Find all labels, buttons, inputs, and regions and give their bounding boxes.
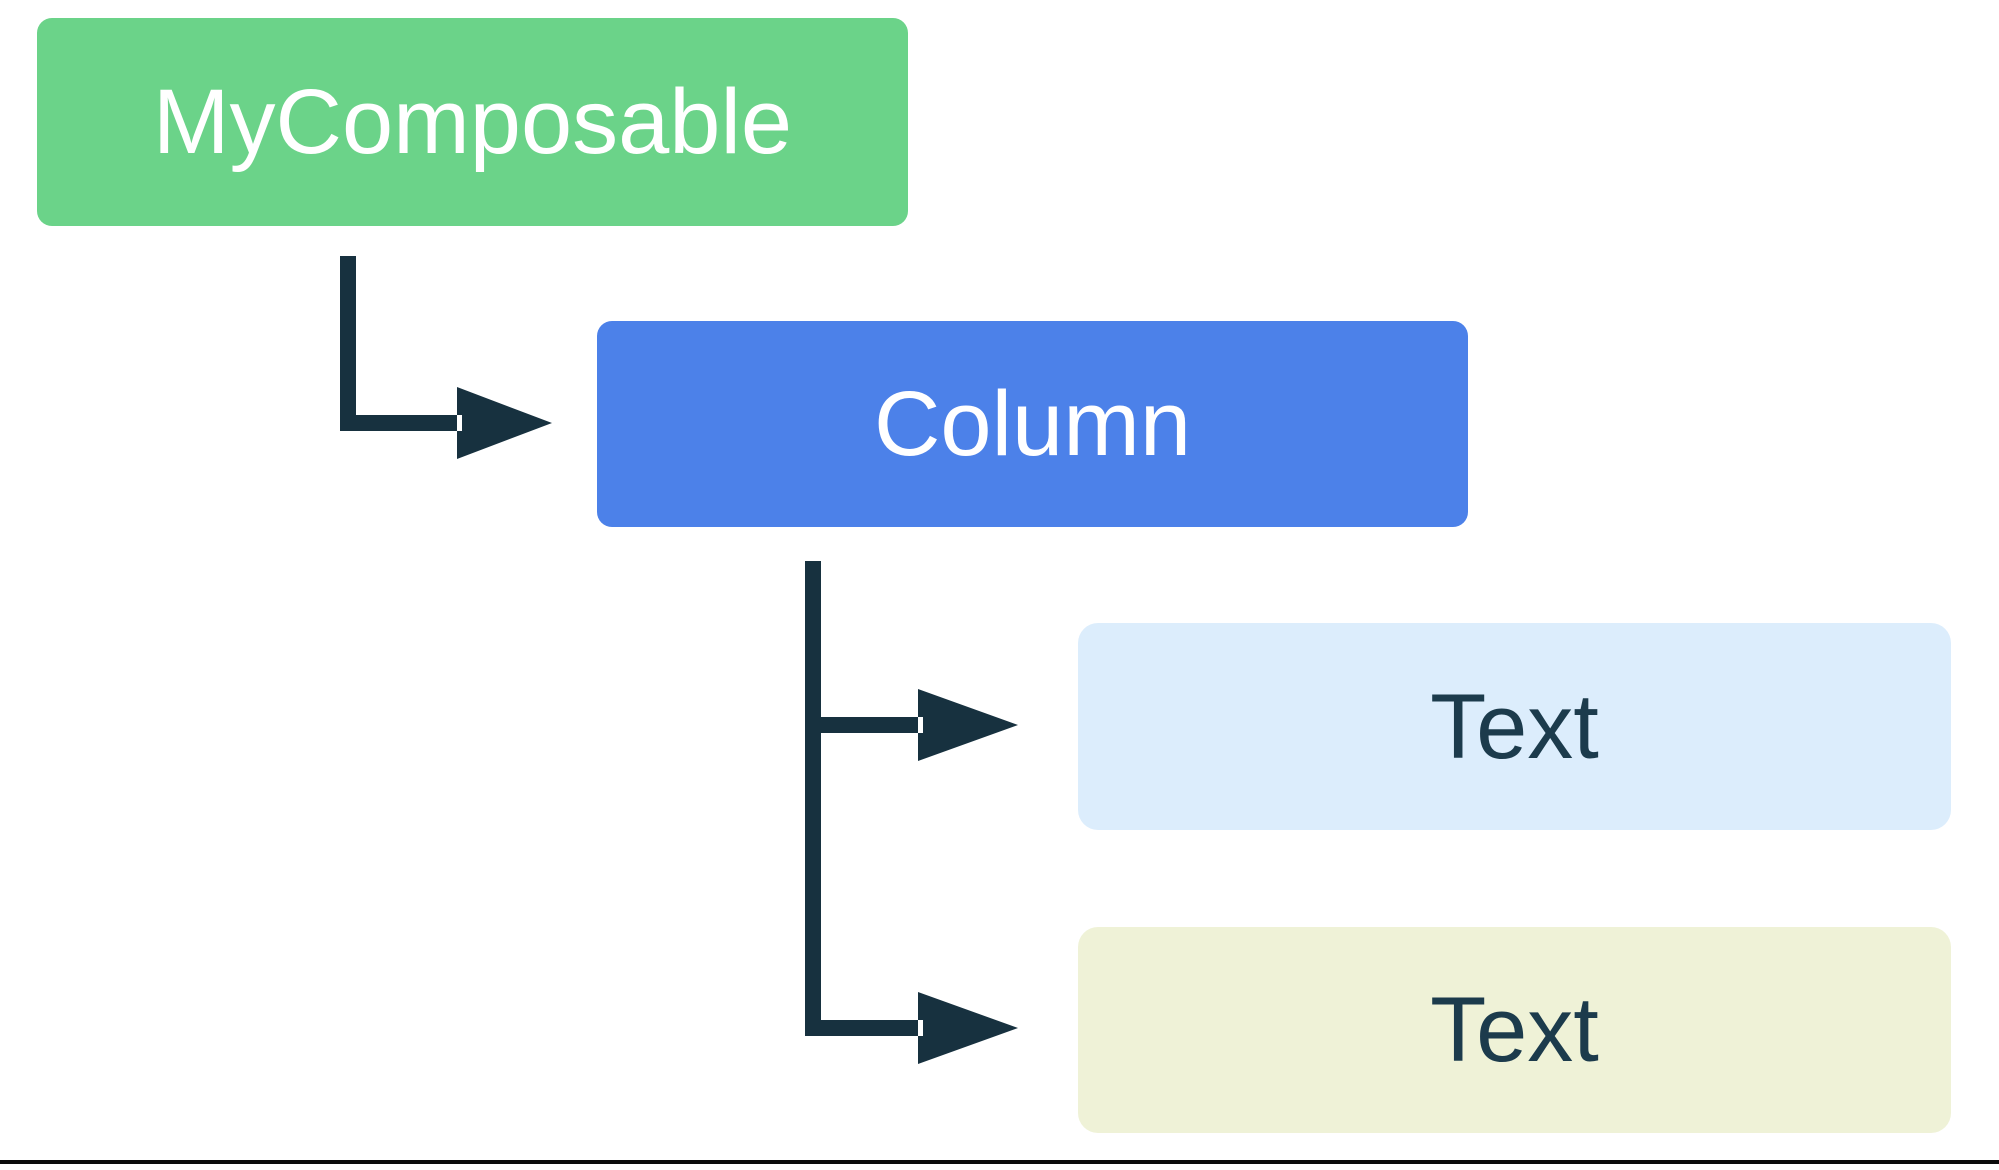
- node-text-2: Text: [1078, 927, 1951, 1133]
- node-text-1-label: Text: [1430, 675, 1599, 778]
- node-mycomposable: MyComposable: [37, 18, 908, 226]
- column-trunk-line: [805, 561, 821, 1036]
- arrow-column-to-text-2: [805, 992, 1018, 1064]
- node-column: Column: [597, 321, 1468, 527]
- node-column-label: Column: [873, 373, 1191, 475]
- arrow-mycomposable-to-column: [340, 256, 552, 459]
- node-text-1: Text: [1078, 623, 1951, 830]
- bottom-border-line: [0, 1160, 1999, 1164]
- node-mycomposable-label: MyComposable: [152, 71, 793, 173]
- arrow-column-to-text-1: [805, 689, 1018, 761]
- node-text-2-label: Text: [1430, 979, 1599, 1081]
